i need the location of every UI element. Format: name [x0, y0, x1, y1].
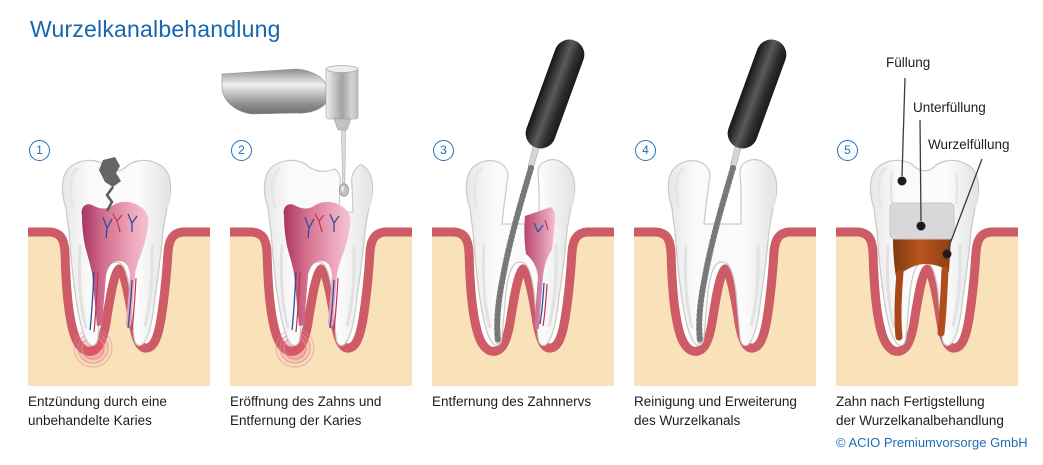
step-2-number-badge: 2: [231, 140, 252, 161]
step-3-number-badge: 3: [433, 140, 454, 161]
page-title: Wurzelkanalbehandlung: [30, 16, 281, 42]
step-5-number-badge: 5: [837, 140, 858, 161]
caption-line: der Wurzelkanalbehandlung: [836, 413, 1004, 428]
residual-pulp: [524, 207, 556, 329]
step-panel-1: 1 Entzündung durch eine unbehandelte Kar…: [28, 40, 210, 465]
root-filling-shape: [893, 239, 951, 341]
caption-line: Entfernung der Karies: [230, 413, 362, 428]
caption-line: Reinigung und Erweiterung: [634, 394, 797, 409]
caption-line: des Wurzelkanals: [634, 413, 741, 428]
caption-line: Entfernung des Zahnnervs: [432, 394, 592, 409]
copyright-notice: © ACIO Premiumvorsorge GmbH: [836, 435, 1028, 450]
step-3-caption: Entfernung des Zahnnervs: [432, 392, 637, 411]
step-2-caption: Eröffnung des Zahns und Entfernung der K…: [230, 392, 435, 430]
step-1-number-badge: 1: [29, 140, 50, 161]
dental-drill-icon: [221, 65, 359, 197]
filling-seam-lines: [889, 171, 959, 205]
step-4-number-badge: 4: [635, 140, 656, 161]
step-4-caption: Reinigung und Erweiterung des Wurzelkana…: [634, 392, 839, 430]
tooth-illustration-nerve-removal: [432, 40, 614, 390]
label-filling: Füllung: [886, 55, 931, 70]
step-panel-4: 4 Reinigung und Erweiterung des Wurzelka…: [634, 40, 816, 465]
label-underfilling: Unterfüllung: [913, 100, 986, 115]
caption-line: unbehandelte Karies: [28, 413, 152, 428]
step-panel-5: 5 Füllung Unterfüllung: [836, 40, 1018, 465]
step-1-caption: Entzündung durch eine unbehandelte Karie…: [28, 392, 233, 430]
underfilling-shape: [889, 202, 955, 240]
label-root-filling: Wurzelfüllung: [928, 137, 1010, 152]
tooth-illustration-finished-filling: [836, 77, 1018, 390]
annotation-leader-lines: [901, 77, 983, 250]
caries-lesion: [99, 157, 121, 212]
annotation-dots: [897, 176, 952, 259]
tooth-illustration-canal-cleaning: [634, 40, 816, 390]
caption-line: Zahn nach Fertigstellung: [836, 394, 985, 409]
step-panel-3: 3 Entfernung des Zahnnervs: [432, 40, 614, 465]
step-5-caption: Zahn nach Fertigstellung der Wurzelkanal…: [836, 392, 1041, 430]
tooth-illustration-drill-opening: [221, 65, 412, 390]
tooth-illustration-caries-inflammation: [28, 157, 210, 390]
caption-line: Entzündung durch eine: [28, 394, 167, 409]
step-panel-2: 2 Eröffnung des Zahns und Entfernung der…: [221, 40, 412, 465]
caption-line: Eröffnung des Zahns und: [230, 394, 382, 409]
